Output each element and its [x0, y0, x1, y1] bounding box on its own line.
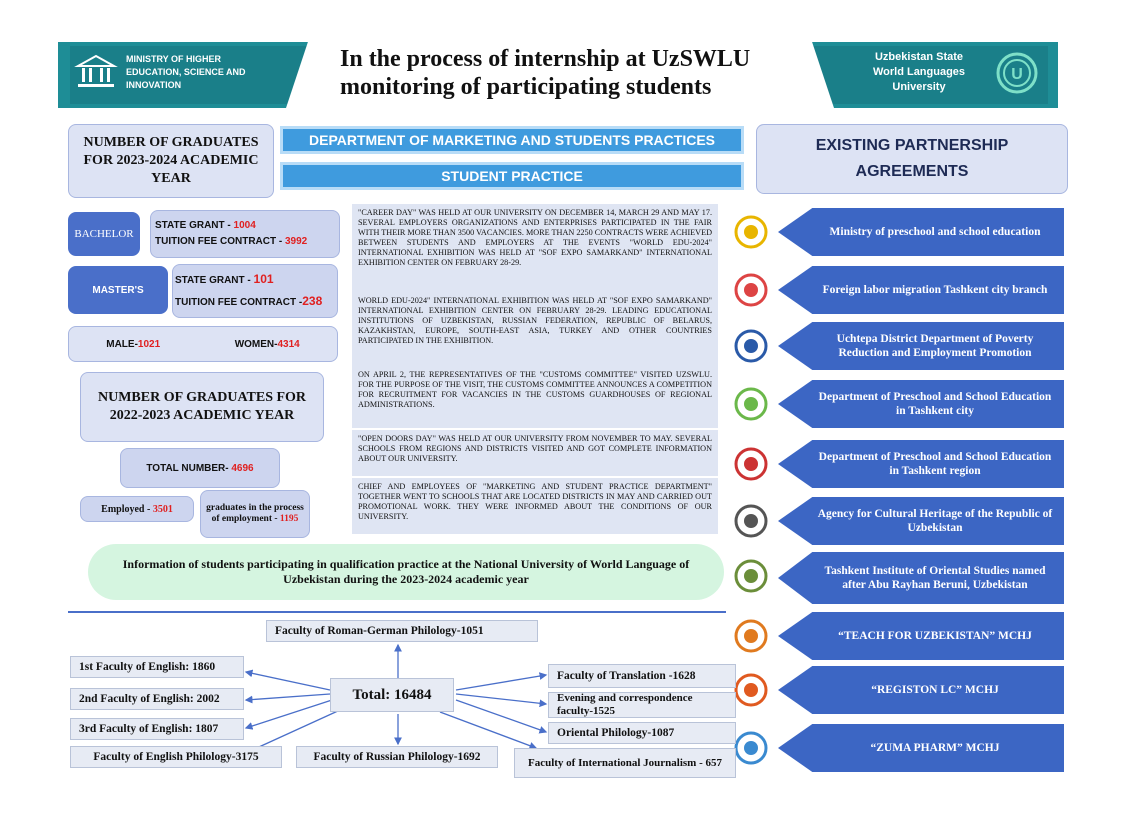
news-world-edu: WORLD EDU-2024" INTERNATIONAL EXHIBITION… — [352, 292, 718, 366]
news-open-doors: "OPEN DOORS DAY" WAS HELD AT OUR UNIVERS… — [352, 430, 718, 476]
news-promotion: CHIEF AND EMPLOYEES OF "MARKETING AND ST… — [352, 478, 718, 534]
partner-7: Tashkent Institute of Oriental Studies n… — [778, 552, 1064, 604]
page-title: In the process of internship at UzSWLU m… — [340, 46, 751, 100]
migration-logo-icon — [734, 273, 768, 307]
department-title: DEPARTMENT OF MARKETING AND STUDENTS PRA… — [280, 126, 744, 154]
partner-3: Uchtepa District Department of Poverty R… — [778, 322, 1064, 370]
student-practice-title: STUDENT PRACTICE — [280, 162, 744, 190]
grads-2023-title: NUMBER OF GRADUATES FOR 2022-2023 ACADEM… — [80, 372, 324, 442]
grads-2024-title: NUMBER OF GRADUATES FOR 2023-2024 ACADEM… — [68, 124, 274, 198]
university-name: Uzbekistan State World Languages Univers… — [872, 51, 966, 93]
faculty-english-3: 3rd Faculty of English: 1807 — [70, 718, 244, 740]
partner-9: “REGISTON LC” MCHJ — [778, 666, 1064, 714]
qualification-banner: Information of students participating in… — [88, 544, 724, 600]
hands-tree-icon — [734, 387, 768, 421]
total-students: Total: 16484 — [330, 678, 454, 712]
partnership-title: EXISTING PARTNERSHIP AGREEMENTS — [756, 124, 1068, 194]
university-logo-icon: U — [996, 52, 1038, 94]
bachelor-stats: STATE GRANT - 1004 TUITION FEE CONTRACT … — [150, 210, 340, 258]
ministry-name: MINISTRY OF HIGHER EDUCATION, SCIENCE AN… — [126, 54, 246, 90]
seal-icon — [734, 329, 768, 363]
masters-label: MASTER'S — [68, 266, 168, 314]
faculty-english-philology: Faculty of English Philology-3175 — [70, 746, 282, 768]
in-process-box: graduates in the process of employment -… — [200, 490, 310, 538]
faculty-english-1: 1st Faculty of English: 1860 — [70, 656, 244, 678]
teach-logo-icon — [734, 619, 768, 653]
masters-stats: STATE GRANT - 101 TUITION FEE CONTRACT -… — [172, 264, 338, 318]
gender-stats: MALE-1021 WOMEN-4314 — [68, 326, 338, 362]
partner-1: Ministry of preschool and school educati… — [778, 208, 1064, 256]
children-circle-icon — [734, 447, 768, 481]
bachelor-label: BACHELOR — [68, 212, 140, 256]
news-career-day: "CAREER DAY" WAS HELD AT OUR UNIVERSITY … — [352, 204, 718, 292]
total-number-box: TOTAL NUMBER- 4696 — [120, 448, 280, 488]
faculty-roman-german: Faculty of Roman-German Philology-1051 — [266, 620, 538, 642]
partner-10: “ZUMA PHARM” MCHJ — [778, 724, 1064, 772]
faculty-translation: Faculty of Translation -1628 — [548, 664, 736, 688]
partner-5: Department of Preschool and School Educa… — [778, 440, 1064, 488]
institute-logo-icon — [734, 559, 768, 593]
faculty-evening: Evening and correspondence faculty-1525 — [548, 692, 736, 718]
building-icon — [734, 504, 768, 538]
book-shield-icon — [734, 215, 768, 249]
partner-6: Agency for Cultural Heritage of the Repu… — [778, 497, 1064, 545]
faculty-russian: Faculty of Russian Philology-1692 — [296, 746, 498, 768]
faculty-journalism: Faculty of International Journalism - 65… — [514, 748, 736, 778]
partner-4: Department of Preschool and School Educa… — [778, 380, 1064, 428]
employed-box: Employed - 3501 — [80, 496, 194, 522]
svg-text:U: U — [1011, 66, 1023, 83]
header-title-panel — [286, 42, 834, 108]
partner-2: Foreign labor migration Tashkent city br… — [778, 266, 1064, 314]
zuma-logo-icon — [734, 731, 768, 765]
ministry-logo-icon — [74, 54, 118, 87]
faculty-english-2: 2nd Faculty of English: 2002 — [70, 688, 244, 710]
partner-8: “TEACH FOR UZBEKISTAN” MCHJ — [778, 612, 1064, 660]
faculty-oriental: Oriental Philology-1087 — [548, 722, 736, 744]
people-circle-icon — [734, 673, 768, 707]
news-customs: ON APRIL 2, THE REPRESENTATIVES OF THE "… — [352, 366, 718, 428]
